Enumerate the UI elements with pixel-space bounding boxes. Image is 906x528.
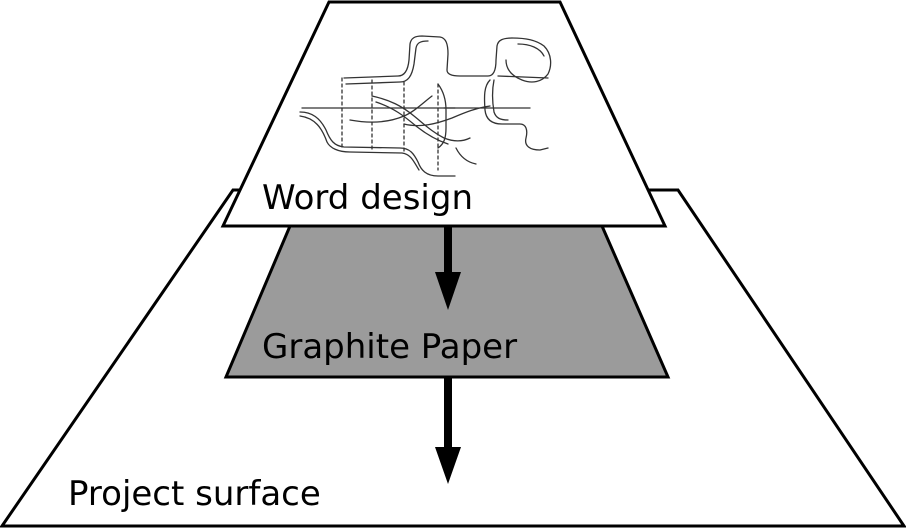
graphite-paper-label: Graphite Paper [262,327,517,367]
word-design-layer [220,0,668,228]
word-design-sketch [299,35,552,177]
project-surface-label: Project surface [68,474,321,514]
arrow-down-1 [435,224,461,310]
arrow-down-2 [435,377,461,484]
word-design-label: Word design [262,178,473,218]
